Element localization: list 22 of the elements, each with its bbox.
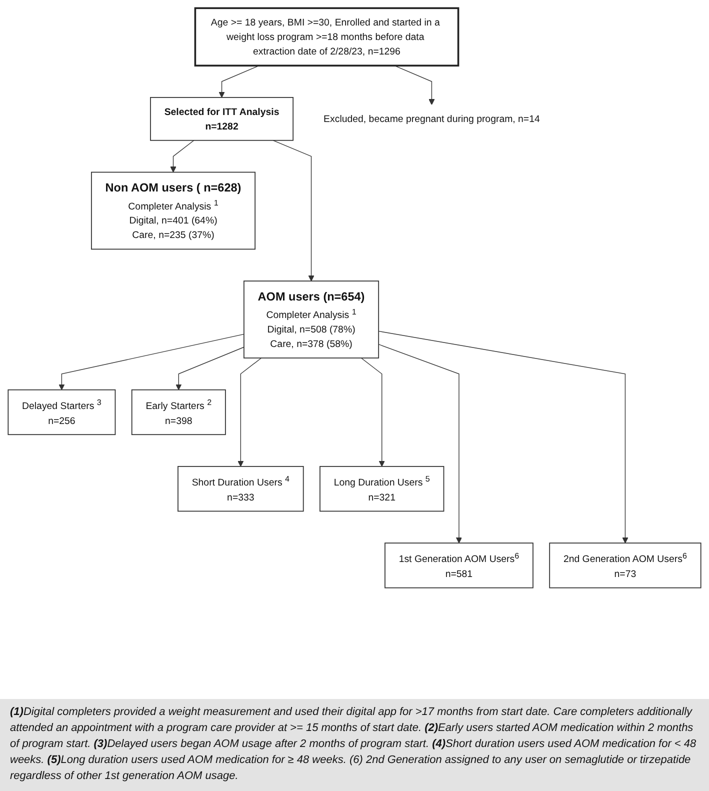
node-box: 2nd Generation AOM Users$^{6}$ n=73 <box>549 542 702 588</box>
node-box: AOM users (n=654) Completer Analysis $^{1}$ Digital, n=508 (78%) Care, n=378 (58%) <box>244 280 380 358</box>
arrow <box>176 346 244 390</box>
arrow <box>378 330 628 544</box>
footnote-text: (1)Digital completers provided a weight measurement and used their digital app for >17 months from start date. Care completers additionally attended an appointment with a program care provider at >= 15 months of start date. (2)Early users started AOM medication within 2 months of program start. (3)Delayed users began AOM usage after 2 months of program start. (4)Short duration users used AOM medication for < 48 weeks. (5)Long duration users used AOM medication for ≥ 48 weeks. (6) 2nd Generation assigned to any user on semaglutide or tirzepatide regardless of other 1st generation AOM usage. <box>0 699 709 791</box>
node-box: Short Duration Users $^{4}$ n=333 <box>178 466 304 512</box>
node-box: Long Duration Users $^{5}$ n=321 <box>320 466 444 512</box>
arrow <box>272 140 314 282</box>
node-box: Delayed Starters $^{3}$ n=256 <box>8 389 116 436</box>
arrow <box>58 334 244 390</box>
node-text: Excluded, became pregnant during program, n=14 <box>324 113 540 124</box>
node-box: Age >= 18 years, BMI >=30, Enrolled and started in a weight loss program >=18 months before data extraction date of 2/28/23, n=1296 <box>194 7 460 67</box>
arrow <box>394 65 435 105</box>
arrow <box>218 65 260 98</box>
arrow <box>378 344 462 544</box>
arrow <box>238 358 262 467</box>
node-box: 1st Generation AOM Users$^{6}$ n=581 <box>384 542 534 588</box>
arrow <box>360 358 385 467</box>
node-box: Early Starters $^{2}$ n=398 <box>131 389 226 436</box>
arrow <box>170 140 194 172</box>
node-box: Non AOM users ( n=628) Completer Analysis $^{1}$ Digital, n=401 (64%) Care, n=235 (37%) <box>91 172 256 250</box>
node-box: Selected for ITT Analysis n=1282 <box>150 97 294 141</box>
